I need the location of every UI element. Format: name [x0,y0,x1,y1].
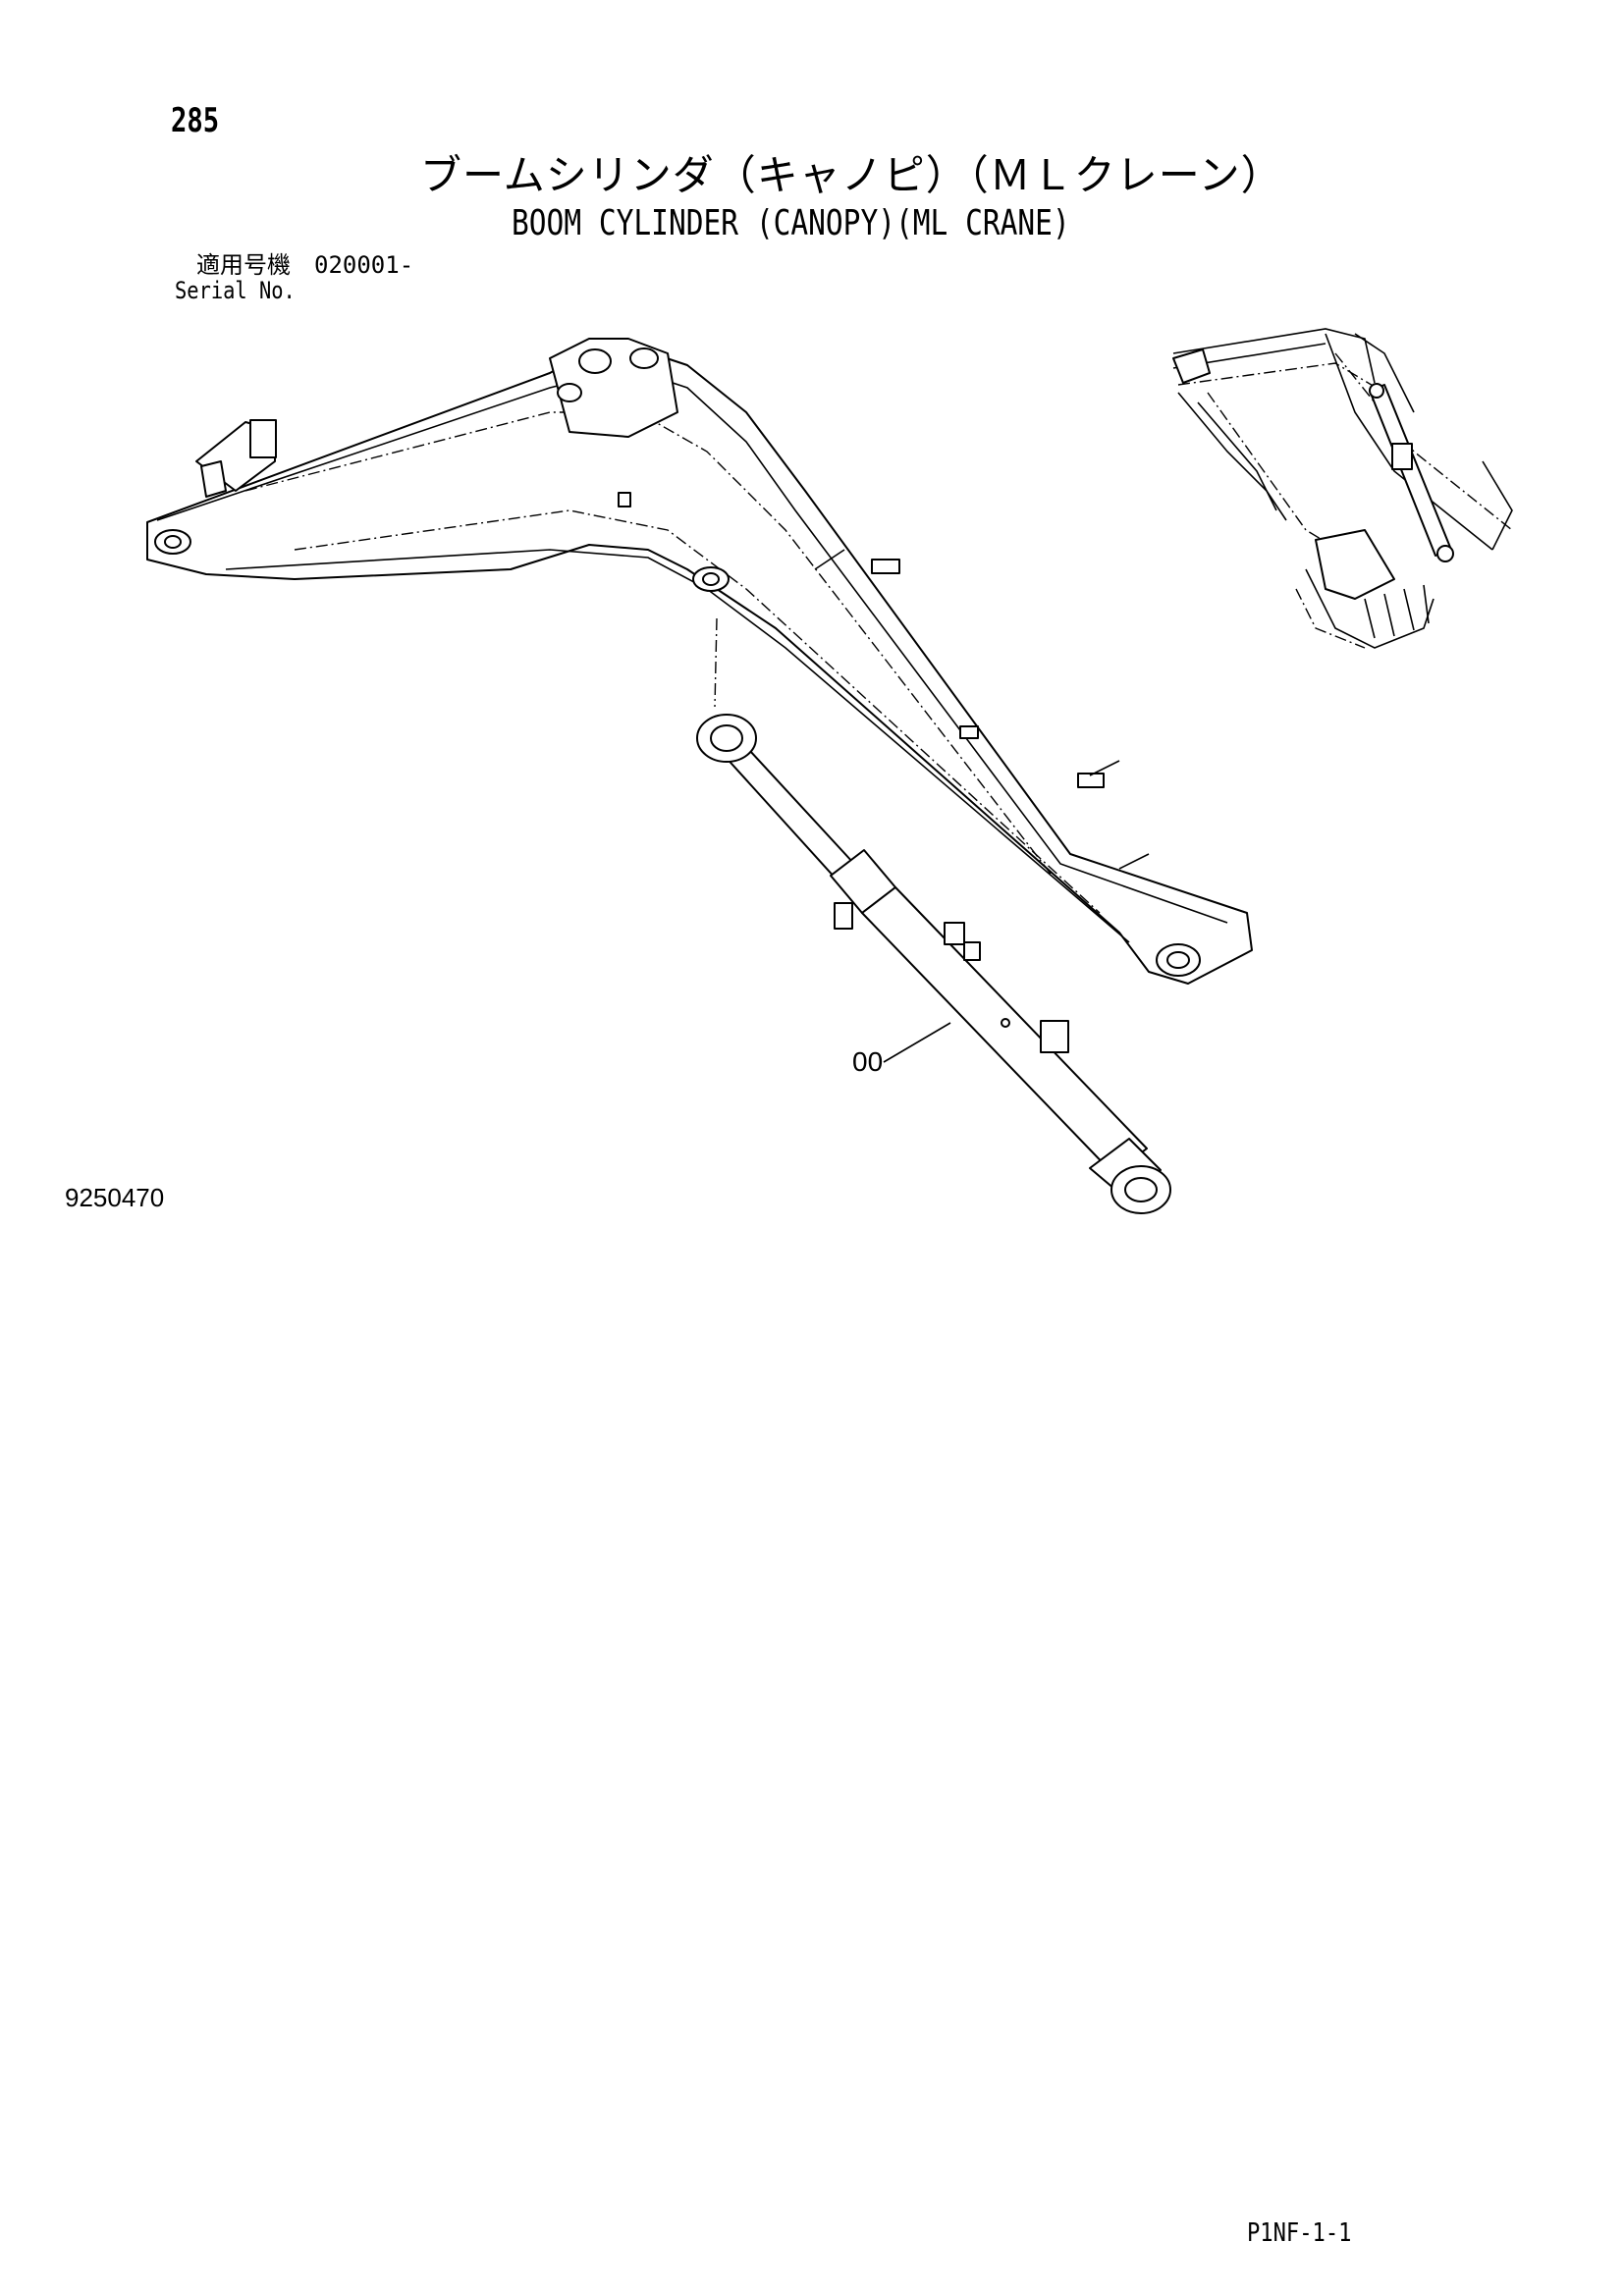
page-title-english: BOOM CYLINDER (CANOPY)(ML CRANE) [512,203,1070,243]
serial-label-japanese: 適用号機 [196,251,291,279]
serial-value: 020001- [314,251,414,279]
page-code: P1NF-1-1 [1247,2218,1352,2248]
serial-label-english: Serial No. [175,277,296,304]
part-callout-label: 00 [852,1046,884,1077]
page-title-japanese: ブームシリンダ（キャノピ）（ＭＬクレーン） [420,151,1283,199]
boom-drawing [146,338,1253,985]
drawing-number: 9250470 [65,1183,165,1212]
part-leader-line [883,1022,951,1063]
machine-overview-thumbnail [1172,328,1513,649]
page-number: 285 [171,101,220,140]
boom-cylinder-drawing [696,714,1171,1214]
